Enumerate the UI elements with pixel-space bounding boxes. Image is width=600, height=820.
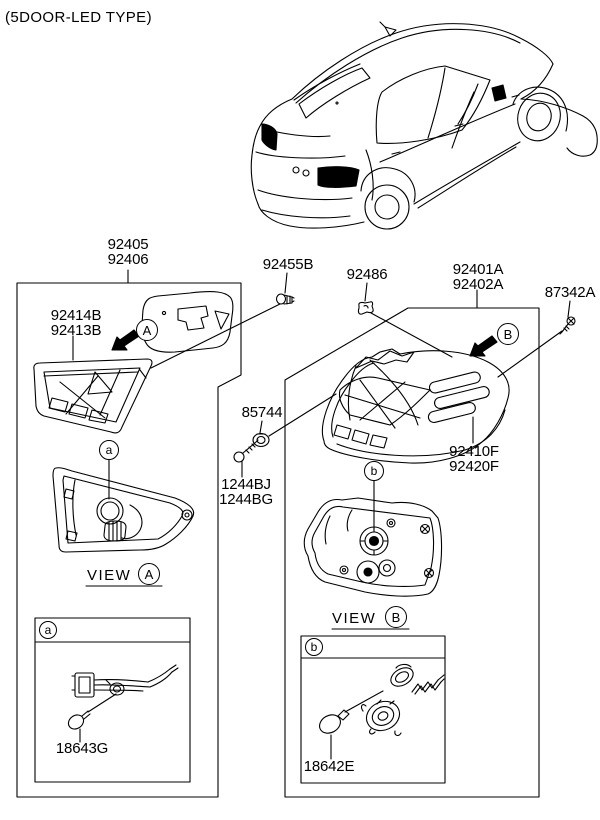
- label-pad-92455b: 92455B: [262, 256, 314, 273]
- outer-lamp-back-view: [303, 497, 443, 597]
- label-grommet-92486: 92486: [346, 266, 388, 283]
- page-title: (5DOOR-LED TYPE): [5, 9, 152, 26]
- part-number: 92406: [107, 251, 149, 268]
- screw-87342a-icon: [559, 316, 576, 335]
- bulb-socket-18642e-drawing: [319, 663, 445, 736]
- marker-circle-A: A: [136, 319, 158, 341]
- label-lamp-unit-outer: 92410F 92420F: [449, 444, 499, 474]
- label-bulb-18643g: 18643G: [55, 740, 109, 757]
- part-number: 92410F: [449, 443, 499, 460]
- marker-circle-a-box-header: a: [39, 621, 57, 639]
- view-a-caption: VIEW: [87, 567, 132, 584]
- part-number: 1244BJ: [221, 476, 271, 493]
- part-number: 1244BG: [219, 491, 273, 508]
- label-lamp-assy-outer: 92401A 92402A: [453, 262, 504, 292]
- marker-circle-a-callout: a: [99, 440, 119, 460]
- inner-lamp-perspective: [33, 358, 153, 434]
- marker-circle-B: B: [497, 323, 519, 345]
- screw-1244bj-icon: [233, 439, 259, 463]
- leader-lines: [72, 269, 571, 760]
- part-number: 92414B: [50, 307, 102, 324]
- detail-box-a: [34, 617, 191, 783]
- grommet-92486-icon: [357, 301, 374, 315]
- detail-box-b: [300, 635, 446, 784]
- label-lamp-unit-inner: 92414B 92413B: [51, 308, 102, 338]
- view-a-marker: A: [138, 563, 160, 585]
- label-screw-1244: 1244BJ 1244BG: [219, 477, 273, 507]
- part-number: 92413B: [50, 322, 102, 339]
- bulb-harness-18643g-drawing: [67, 664, 179, 730]
- marker-circle-b-box-header: b: [305, 638, 323, 656]
- part-number: 92401A: [452, 261, 504, 278]
- inner-lamp-group-box: [16, 282, 242, 798]
- part-number: 92405: [107, 236, 149, 253]
- marker-circle-b-callout: b: [364, 461, 384, 481]
- car-illustration: [250, 21, 598, 230]
- label-lamp-assy-inner: 92405 92406: [108, 237, 149, 267]
- arrow-a-icon: [111, 329, 140, 351]
- gasket-pad-shape: [141, 291, 234, 353]
- view-b-caption: VIEW: [332, 610, 377, 627]
- part-number: 92402A: [452, 276, 504, 293]
- part-number: 92420F: [449, 458, 499, 475]
- label-nut-87342a: 87342A: [544, 284, 596, 301]
- inner-lamp-back-view: [52, 467, 195, 553]
- outer-lamp-perspective: [321, 348, 510, 464]
- label-clip-85744: 85744: [241, 404, 283, 421]
- view-b-marker: B: [385, 606, 407, 628]
- bolt-92455b-icon: [275, 293, 295, 305]
- outer-lamp-group-box: [284, 307, 540, 798]
- arrow-b-icon: [469, 335, 498, 357]
- label-socket-18642e: 18642E: [303, 758, 355, 775]
- clip-85744-icon: [252, 432, 270, 448]
